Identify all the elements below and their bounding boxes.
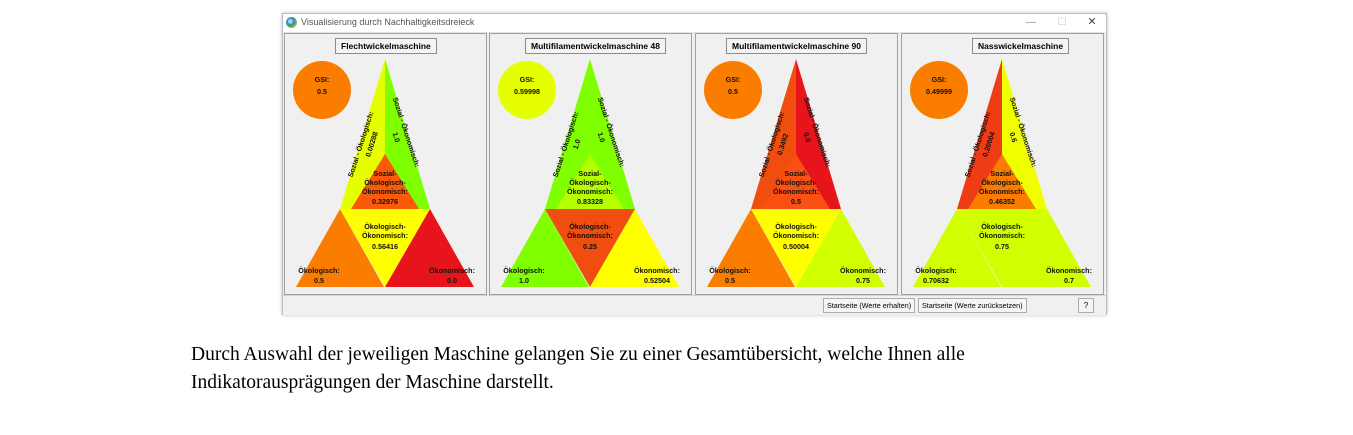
oek-oek-segment	[545, 209, 635, 287]
oekonomisch-value: 0.7	[1064, 276, 1074, 285]
window-title: Visualisierung durch Nachhaltigkeitsdrei…	[301, 17, 475, 27]
machine-select-button[interactable]: Multifilamentwickelmaschine 48	[525, 38, 666, 54]
caption-line-1: Durch Auswahl der jeweiligen Maschine ge…	[191, 344, 965, 365]
sozial-oekologisch-segment	[340, 59, 385, 209]
oekologisch-segment	[296, 209, 384, 287]
machine-select-button[interactable]: Multifilamentwickelmaschine 90	[726, 38, 867, 54]
oek-oek-segment	[340, 209, 430, 287]
oekonomisch-segment	[1002, 209, 1091, 287]
sozial-center-value: 0.5	[791, 197, 801, 206]
sozial-oekologisch-segment	[545, 59, 590, 209]
sozial-center-segment	[556, 154, 624, 209]
oekonomisch-segment	[385, 209, 474, 287]
sozial-oekonomisch-segment	[796, 59, 841, 209]
oekologisch-segment	[501, 209, 589, 287]
oek-oek-label: Ökologisch-Ökonomisch:	[362, 222, 408, 240]
sozial-oekonomisch-value: 0.0	[802, 131, 814, 143]
close-button[interactable]: ✕	[1087, 16, 1097, 28]
oekonomisch-label: Ökonomisch:	[1046, 266, 1092, 275]
maximize-button[interactable]: ☐	[1057, 17, 1067, 28]
start-reset-values-button[interactable]: Startseite (Werte zurücksetzen)	[918, 298, 1027, 313]
oek-oek-value: 0.25	[583, 242, 597, 251]
oekologisch-value: 1.0	[519, 276, 529, 285]
sozial-center-segment	[968, 154, 1036, 209]
oek-oek-segment	[751, 209, 841, 287]
sozial-oekonomisch-value: 0.6	[1008, 131, 1020, 143]
machine-select-button[interactable]: Nasswickelmaschine	[972, 38, 1070, 54]
oek-oek-value: 0.56416	[372, 242, 398, 251]
gsi-label: GSI:	[932, 75, 947, 84]
gsi-label: GSI:	[520, 75, 535, 84]
oekonomisch-value: 0.0	[447, 276, 457, 285]
sozial-center-value: 0.83328	[577, 197, 603, 206]
sozial-oekologisch-segment	[751, 59, 796, 209]
oekologisch-label: Ökologisch:	[298, 266, 340, 275]
oekologisch-segment	[913, 209, 1001, 287]
oekologisch-value: 0.70632	[923, 276, 949, 285]
oekonomisch-value: 0.75	[856, 276, 870, 285]
sozial-center-label: Sozial-Ökologisch-Ökonomisch:	[362, 169, 408, 196]
oekonomisch-label: Ökonomisch:	[634, 266, 680, 275]
machine-select-button[interactable]: Flechtwickelmaschine	[335, 38, 437, 54]
gsi-value: 0.5	[728, 87, 738, 96]
oekologisch-label: Ökologisch:	[503, 266, 545, 275]
gsi-indicator	[704, 61, 762, 119]
sozial-center-label: Sozial-Ökologisch-Ökonomisch:	[979, 169, 1025, 196]
sozial-oekologisch-segment	[957, 59, 1002, 209]
sozial-oekonomisch-value: 1.0	[391, 131, 403, 143]
start-keep-values-button[interactable]: Startseite (Werte erhalten)	[823, 298, 916, 313]
caption-text: Durch Auswahl der jeweiligen Maschine ge…	[191, 341, 1191, 397]
sozial-center-value: 0.32976	[372, 197, 398, 206]
oekologisch-segment	[707, 209, 795, 287]
app-icon	[286, 17, 297, 28]
gsi-label: GSI:	[315, 75, 330, 84]
help-button[interactable]: ?	[1078, 298, 1094, 313]
oek-oek-label: Ökologisch-Ökonomisch:	[979, 222, 1025, 240]
gsi-indicator	[498, 61, 556, 119]
oekologisch-value: 0.5	[314, 276, 324, 285]
oek-oek-label: Ökologisch-Ökonomisch:	[567, 222, 613, 240]
oek-oek-label: Ökologisch-Ökonomisch:	[773, 222, 819, 240]
sozial-oekologisch-value: 1.0	[571, 138, 583, 150]
machine-panel: Multifilamentwickelmaschine 48 GSI: 0.5999…	[489, 33, 692, 295]
sozial-oekonomisch-segment	[385, 59, 430, 209]
sozial-center-label: Sozial-Ökologisch-Ökonomisch:	[567, 169, 613, 196]
oek-oek-value: 0.75	[995, 242, 1009, 251]
oekologisch-label: Ökologisch:	[709, 266, 751, 275]
gsi-value: 0.49999	[926, 87, 952, 96]
sozial-oekonomisch-value: 1.0	[596, 131, 608, 143]
gsi-indicator	[293, 61, 351, 119]
oekonomisch-segment	[796, 209, 885, 287]
oekologisch-value: 0.5	[725, 276, 735, 285]
status-bar: Startseite (Werte erhalten) Startseite (…	[283, 295, 1106, 315]
oekonomisch-label: Ökonomisch:	[429, 266, 475, 275]
title-bar[interactable]: Visualisierung durch Nachhaltigkeitsdrei…	[283, 14, 1106, 33]
caption-line-2: Indikatorausprägungen der Maschine darst…	[191, 372, 554, 393]
oekonomisch-value: 0.52504	[644, 276, 670, 285]
oek-oek-segment	[957, 209, 1047, 287]
sozial-center-label: Sozial-Ökologisch-Ökonomisch:	[773, 169, 819, 196]
sozial-center-value: 0.46352	[989, 197, 1015, 206]
oekonomisch-segment	[590, 209, 679, 287]
sozial-oekonomisch-segment	[590, 59, 635, 209]
gsi-label: GSI:	[726, 75, 741, 84]
sozial-center-segment	[762, 154, 830, 209]
gsi-value: 0.59998	[514, 87, 540, 96]
oekonomisch-label: Ökonomisch:	[840, 266, 886, 275]
oekologisch-label: Ökologisch:	[915, 266, 957, 275]
minimize-button[interactable]: —	[1026, 17, 1036, 28]
gsi-value: 0.5	[317, 87, 327, 96]
sozial-oekonomisch-segment	[1002, 59, 1047, 209]
oek-oek-value: 0.50004	[783, 242, 809, 251]
app-window: Visualisierung durch Nachhaltigkeitsdrei…	[282, 13, 1107, 315]
gsi-indicator	[910, 61, 968, 119]
sozial-center-segment	[351, 154, 419, 209]
